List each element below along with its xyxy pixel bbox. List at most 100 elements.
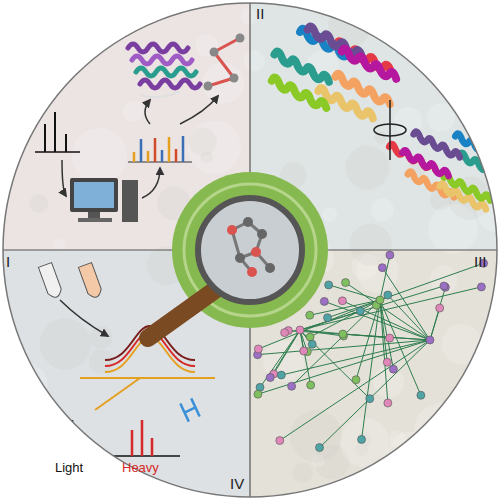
network-node	[306, 333, 314, 341]
network-node	[254, 390, 262, 398]
texture-blot	[440, 13, 468, 41]
isotope-symbol	[180, 398, 199, 421]
texture-blot	[442, 440, 470, 468]
texture-blot	[123, 101, 144, 122]
outer-ring	[3, 3, 497, 497]
section-number: IV	[230, 476, 244, 493]
spectrum-peak	[44, 124, 46, 152]
texture-blot	[292, 463, 312, 483]
texture-blot	[244, 50, 265, 71]
texture-blot	[40, 318, 91, 369]
isotope-label: Heavy	[122, 461, 159, 475]
network-node	[389, 365, 397, 373]
computer-tower	[122, 180, 138, 222]
texture-blot	[53, 239, 65, 251]
network-node	[386, 334, 394, 342]
network-node	[352, 376, 360, 384]
texture-blot	[196, 35, 218, 57]
section-number: III	[474, 254, 487, 271]
graph-vertex	[230, 74, 239, 83]
texture-blot	[29, 194, 48, 213]
texture-blot	[73, 27, 97, 51]
spectrum-peak	[71, 420, 74, 456]
spectrum-peak	[140, 139, 143, 162]
protein-helix	[136, 68, 196, 76]
texture-blot	[414, 403, 470, 459]
texture-blot	[345, 146, 389, 190]
texture-blot	[188, 121, 241, 174]
texture-blot	[461, 380, 500, 421]
network-node	[376, 296, 384, 304]
texture-blot	[452, 395, 469, 412]
spectrum-peak	[141, 420, 144, 456]
isotope-label: Light	[55, 461, 83, 475]
network-node	[320, 297, 328, 305]
texture-blot	[290, 410, 342, 462]
network-node	[477, 283, 485, 291]
magnifier-handle	[148, 290, 215, 338]
spectrum-peak	[182, 136, 185, 162]
network-node	[356, 307, 364, 315]
network-node	[386, 251, 394, 259]
network-node	[384, 399, 392, 407]
network-node	[338, 297, 346, 305]
sample-tube	[78, 263, 103, 300]
texture-blot	[417, 420, 468, 471]
graph-vertex	[236, 34, 245, 43]
network-node	[417, 391, 425, 399]
spectrum-peak	[147, 151, 150, 162]
network-node	[384, 291, 392, 299]
texture-blot	[441, 324, 481, 364]
molecule	[227, 217, 275, 277]
network-node	[296, 326, 304, 334]
network-node	[366, 395, 374, 403]
network-node	[281, 329, 289, 337]
network-node	[276, 437, 284, 445]
spectrum-peak	[133, 152, 136, 162]
network-node	[307, 381, 315, 389]
isotope-symbol	[28, 396, 47, 419]
flow-arrow	[60, 300, 108, 336]
texture-blot	[241, 8, 258, 25]
protein-helix	[128, 44, 188, 52]
spectrum-peak	[154, 138, 157, 162]
texture-blot	[189, 128, 217, 156]
texture-blot	[349, 224, 391, 266]
network-node	[383, 358, 391, 366]
magnifier-lens	[198, 198, 302, 302]
flow-arrow	[142, 168, 160, 198]
spectrum-peak	[168, 137, 171, 162]
network-node	[316, 444, 324, 452]
texture-blot	[72, 128, 127, 183]
network-node	[342, 279, 350, 287]
texture-blot	[373, 366, 404, 397]
monitor	[70, 178, 118, 212]
texture-blot	[363, 0, 388, 25]
texture-blot	[201, 151, 213, 163]
network-node	[300, 347, 308, 355]
network-node	[440, 282, 448, 290]
texture-blot	[0, 448, 12, 473]
network-node	[308, 340, 316, 348]
graph-vertex	[204, 82, 213, 91]
protein-structure	[272, 27, 396, 119]
texture-blot	[478, 90, 500, 130]
graph-vertex	[210, 48, 219, 57]
spectrum-peak	[131, 430, 134, 456]
network-node	[378, 264, 386, 272]
network-node	[324, 314, 332, 322]
texture-blot	[385, 432, 437, 484]
flow-arrow	[180, 96, 218, 124]
spectrum-peak	[65, 134, 67, 152]
network-node	[426, 336, 434, 344]
network-node	[339, 330, 347, 338]
spectrum-peak	[54, 112, 56, 152]
texture-blot	[90, 326, 113, 349]
texture-blot	[394, 478, 413, 497]
texture-blot	[89, 349, 114, 374]
texture-blot	[322, 207, 337, 222]
